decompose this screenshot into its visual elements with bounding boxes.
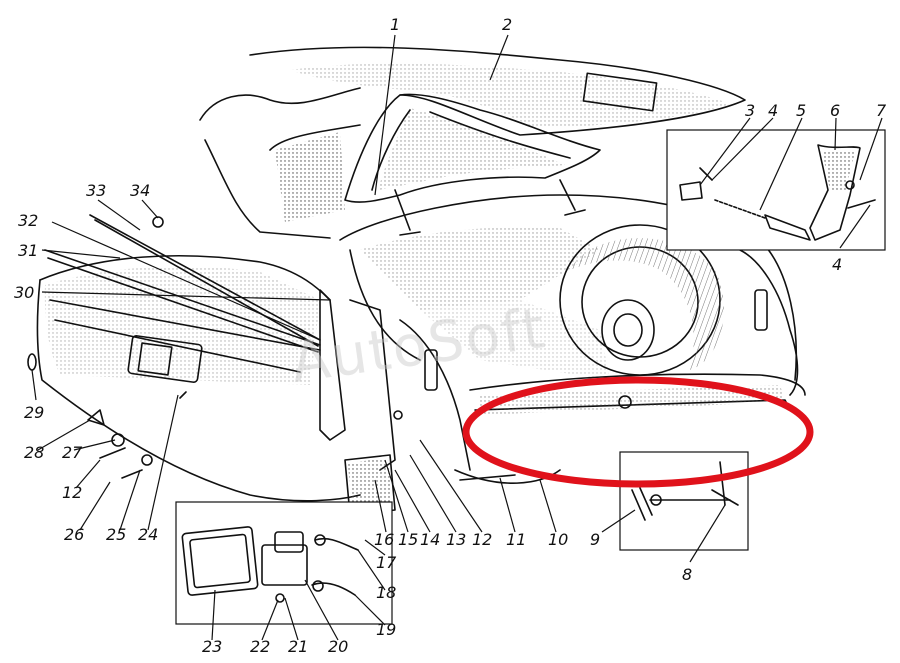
label-21: 21 bbox=[288, 637, 308, 656]
label-26: 26 bbox=[64, 525, 84, 544]
label-27: 27 bbox=[62, 443, 83, 462]
label-12-right: 12 bbox=[472, 530, 492, 549]
label-28: 28 bbox=[24, 443, 44, 462]
label-31: 31 bbox=[18, 241, 38, 260]
label-34: 34 bbox=[130, 181, 150, 200]
label-8: 8 bbox=[682, 565, 692, 584]
part-labels: 1 2 3 4 5 6 7 4 8 9 10 11 12 13 14 15 16… bbox=[14, 15, 887, 656]
label-9: 9 bbox=[590, 530, 600, 549]
label-33: 33 bbox=[86, 181, 106, 200]
watermark: AutoSoft bbox=[287, 296, 550, 396]
label-32: 32 bbox=[18, 211, 38, 230]
label-2: 2 bbox=[502, 15, 512, 34]
detail-box-hinge bbox=[666, 129, 886, 251]
label-22: 22 bbox=[250, 637, 270, 656]
label-5: 5 bbox=[796, 101, 806, 120]
label-23: 23 bbox=[202, 637, 222, 656]
label-14: 14 bbox=[420, 530, 440, 549]
label-6: 6 bbox=[830, 101, 840, 120]
loose-parts bbox=[27, 216, 403, 479]
detail-box-lock bbox=[619, 451, 749, 551]
label-18: 18 bbox=[376, 583, 396, 602]
label-4-top: 4 bbox=[768, 101, 778, 120]
car-body bbox=[36, 46, 806, 516]
label-10: 10 bbox=[548, 530, 568, 549]
label-29: 29 bbox=[24, 403, 44, 422]
label-1: 1 bbox=[390, 15, 400, 34]
leader-lines bbox=[31, 34, 883, 641]
label-15: 15 bbox=[398, 530, 418, 549]
label-7: 7 bbox=[876, 101, 887, 120]
label-24: 24 bbox=[138, 525, 158, 544]
label-11: 11 bbox=[506, 530, 526, 549]
detail-box-fuel-door bbox=[175, 501, 393, 625]
label-13: 13 bbox=[446, 530, 466, 549]
label-4-bottom: 4 bbox=[832, 255, 842, 274]
label-3: 3 bbox=[745, 101, 755, 120]
label-19: 19 bbox=[376, 620, 396, 639]
label-30: 30 bbox=[14, 283, 34, 302]
label-12-left: 12 bbox=[62, 483, 82, 502]
highlight-ellipse bbox=[462, 376, 814, 488]
label-16: 16 bbox=[374, 530, 394, 549]
label-25: 25 bbox=[106, 525, 126, 544]
label-17: 17 bbox=[376, 553, 397, 572]
label-20: 20 bbox=[328, 637, 348, 656]
